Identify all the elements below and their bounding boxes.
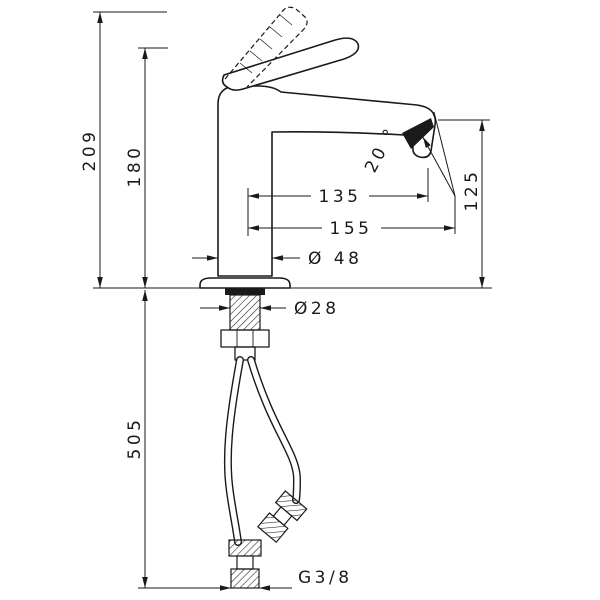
dim-label-135: 135 xyxy=(319,187,362,207)
base-plate xyxy=(199,277,291,289)
supply-hoses xyxy=(223,356,308,589)
mounting-hardware xyxy=(220,288,270,361)
faucet-outline xyxy=(199,6,437,289)
hose-left-inner xyxy=(225,357,243,545)
deck-collar xyxy=(225,288,265,295)
aerator-outlet xyxy=(402,118,434,149)
dimension-155: 155 xyxy=(248,196,456,239)
dimension-g38: G3/8 xyxy=(138,568,353,591)
lever-handle xyxy=(221,37,360,91)
lever-handle-raised xyxy=(224,6,308,88)
hose-right-inner xyxy=(248,357,300,503)
dimension-180: 180 xyxy=(125,47,168,288)
dim-label-dia28: Ø28 xyxy=(294,299,340,319)
dim-label-505: 505 xyxy=(125,417,145,460)
dimension-125: 125 xyxy=(438,119,490,288)
mounting-nut xyxy=(220,329,270,348)
dim-label-dia48: Ø 48 xyxy=(308,249,362,269)
dimension-135: 135 xyxy=(247,168,429,236)
faucet-body-spout xyxy=(217,85,437,277)
dim-label-125: 125 xyxy=(462,169,482,212)
dim-label-180: 180 xyxy=(125,145,145,188)
dimension-dia48: Ø 48 xyxy=(192,249,362,269)
hose-fitting-vertical xyxy=(228,539,262,589)
dim-label-g38: G3/8 xyxy=(298,568,353,588)
lever-raised-hatching xyxy=(239,14,293,74)
dim-label-155: 155 xyxy=(330,219,373,239)
dim-label-209: 209 xyxy=(80,129,100,172)
dimension-209: 209 xyxy=(80,11,167,288)
threaded-shank xyxy=(229,294,261,331)
shank-stem xyxy=(234,346,256,361)
hose-fitting-angled xyxy=(257,490,308,544)
dimension-505: 505 xyxy=(125,290,148,588)
dimension-dia28: Ø28 xyxy=(200,299,340,319)
